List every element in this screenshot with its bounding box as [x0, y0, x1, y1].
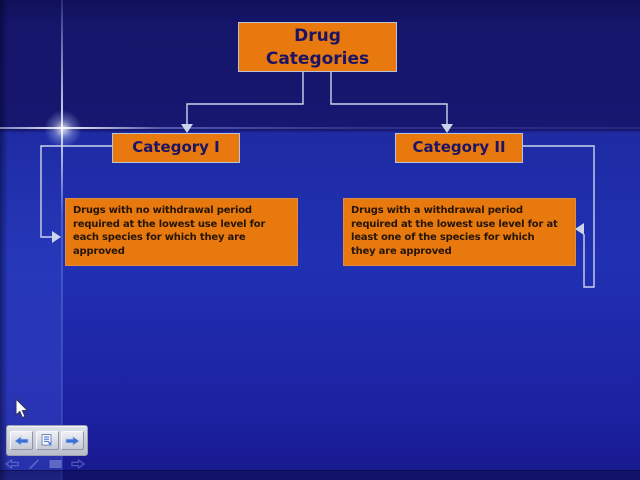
document-down-arrow-icon — [40, 434, 55, 447]
left-arrow-icon — [14, 435, 29, 446]
next-slide-button[interactable] — [61, 431, 84, 450]
background-left-vignette — [0, 0, 8, 480]
category-1-node: Category I — [112, 133, 240, 163]
presenter-controls — [5, 457, 85, 471]
category-2-node: Category II — [395, 133, 523, 163]
slide-menu-button[interactable] — [35, 431, 59, 450]
light-flare-glow — [44, 110, 82, 148]
slideshow-nav-toolbar — [6, 425, 88, 456]
pen-icon — [28, 458, 40, 470]
right-arrow-icon — [71, 459, 85, 469]
presenter-pen-button[interactable] — [28, 458, 40, 470]
bottom-edge-shade — [0, 470, 640, 480]
right-arrow-icon — [65, 435, 80, 446]
left-arrow-icon — [5, 459, 19, 469]
previous-slide-button[interactable] — [10, 431, 33, 450]
category-2-description-node: Drugs with a withdrawal period required … — [343, 198, 576, 266]
presenter-back-button[interactable] — [5, 458, 19, 470]
presenter-screen-button[interactable] — [49, 458, 62, 470]
mouse-cursor — [14, 397, 30, 424]
presenter-forward-button[interactable] — [71, 458, 85, 470]
title-node: Drug Categories — [238, 22, 397, 72]
category-1-description-node: Drugs with no withdrawal period required… — [65, 198, 298, 266]
light-flare-vertical — [61, 0, 63, 480]
light-flare-horizontal — [0, 127, 640, 129]
screen-icon — [49, 459, 62, 469]
